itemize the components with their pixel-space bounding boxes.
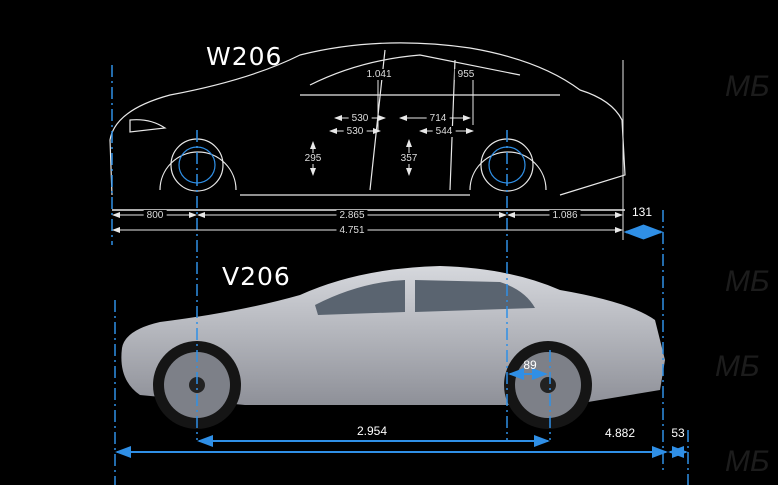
length-difference-label: 131 [631, 205, 653, 219]
v206-car-photo [121, 266, 665, 429]
v206-title: V206 [222, 262, 291, 291]
rear-legroom-upper-label: 714 [426, 113, 450, 124]
v206-length-label: 4.882 [604, 426, 636, 440]
length-label: 4.751 [336, 225, 368, 236]
rear-headroom-label: 955 [454, 69, 478, 80]
front-legroom-lower-label: 530 [343, 126, 367, 137]
watermark: МБ [725, 265, 770, 298]
wheelbase-difference-label: 89 [523, 358, 537, 372]
front-overhang-label: 800 [143, 210, 167, 221]
w206-title: W206 [206, 42, 283, 71]
rear-legroom-lower-label: 544 [432, 126, 456, 137]
watermark: МБ [715, 350, 760, 383]
watermark: МБ [725, 445, 770, 478]
v206-length-difference-label: 53 [671, 426, 685, 440]
front-seat-height-label: 295 [301, 153, 325, 164]
bottom-dimension-lines [115, 368, 688, 458]
front-headroom-label: 1.041 [363, 69, 395, 80]
watermark: МБ [725, 70, 770, 103]
v206-wheelbase-label: 2.954 [356, 424, 388, 438]
rear-overhang-label: 1.086 [549, 210, 581, 221]
rear-seat-height-label: 357 [397, 153, 421, 164]
w206-line-drawing [109, 42, 626, 211]
front-legroom-upper-label: 530 [348, 113, 372, 124]
wheelbase-label: 2.865 [336, 210, 368, 221]
